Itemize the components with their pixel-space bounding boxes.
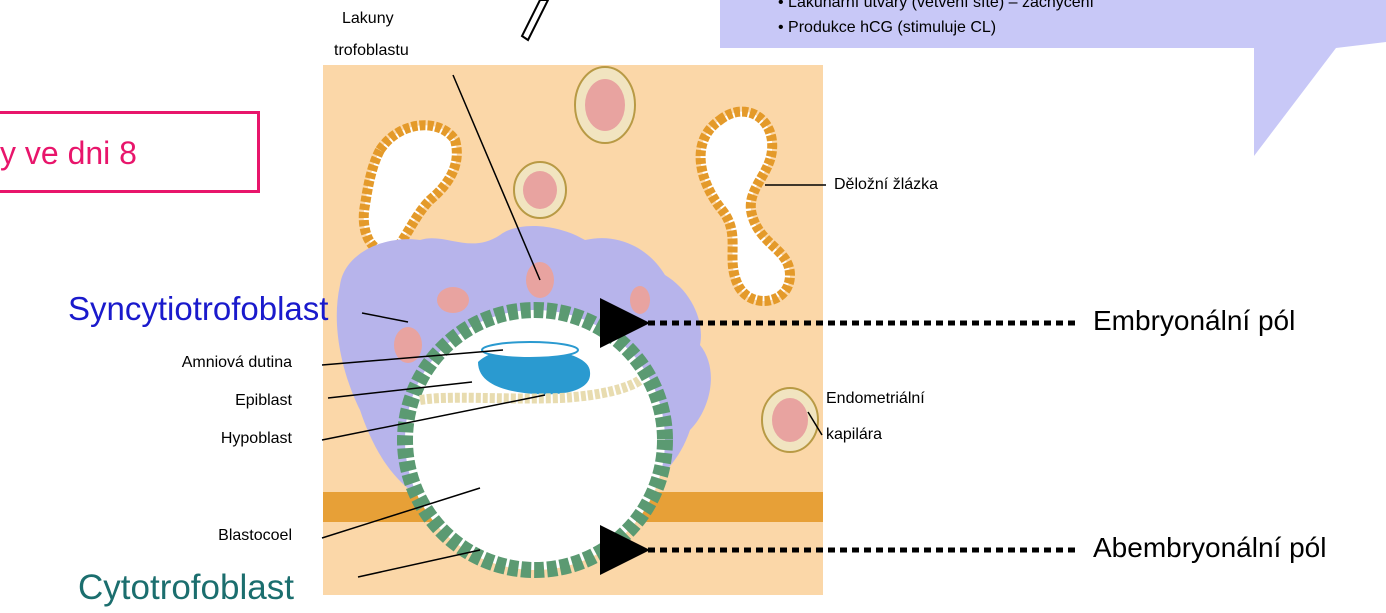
label-delozni-zlazka: Děložní žlázka <box>834 176 938 194</box>
label-hypoblast: Hypoblast <box>80 430 292 448</box>
label-abembryonalni-pol: Abembryonální pól <box>1093 532 1326 564</box>
label-embryonalni-pol: Embryonální pól <box>1093 305 1295 337</box>
label-blastocoel: Blastocoel <box>80 527 292 545</box>
label-cytotrofoblast: Cytotrofoblast <box>78 568 294 608</box>
pointer-shape <box>522 0 548 40</box>
label-syncytiotrofoblast: Syncytiotrofoblast <box>68 290 328 328</box>
label-endometrialni-2: kapilára <box>826 426 882 444</box>
label-amniova-dutina: Amniová dutina <box>80 354 292 372</box>
label-epiblast: Epiblast <box>80 392 292 410</box>
label-endometrialni-1: Endometriální <box>826 390 925 408</box>
label-lakuny-2: trofoblastu <box>334 42 409 60</box>
label-lakuny-1: Lakuny <box>342 10 394 28</box>
